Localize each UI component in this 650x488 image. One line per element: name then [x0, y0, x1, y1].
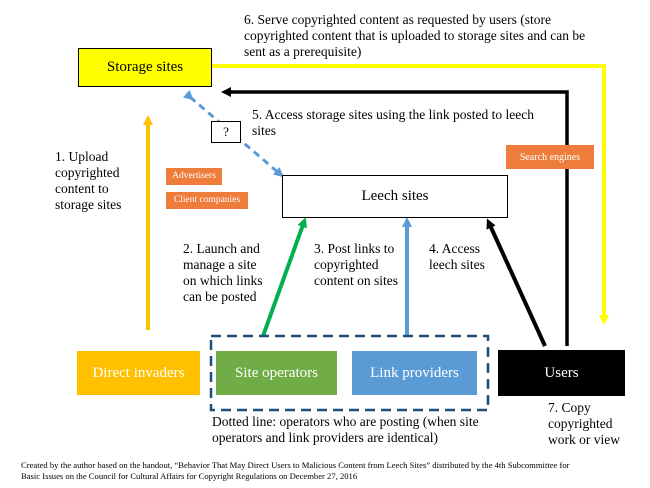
step7-text: 7. Copy copyrighted work or view: [548, 400, 620, 447]
arrow-access-storage: [221, 87, 569, 346]
step4-text: 4. Access leech sites: [429, 241, 485, 272]
direct-invaders-node: Direct invaders: [77, 351, 200, 395]
storage-sites-node: Storage sites: [78, 48, 212, 87]
footer-credit: Created by the author based on the hando…: [21, 460, 570, 481]
advertisers-label: Advertisers: [172, 171, 216, 181]
arrow-access-leech: [486, 218, 547, 347]
step6-text: 6. Serve copyrighted content as requeste…: [244, 12, 586, 59]
client-companies-label: Client companies: [173, 195, 241, 205]
step2-text: 2. Launch and manage a site on which lin…: [183, 241, 263, 304]
step5-text: 5. Access storage sites using the link p…: [252, 107, 534, 138]
step3-text: 3. Post links to copyrighted content on …: [314, 241, 398, 288]
users-node: Users: [498, 350, 625, 396]
site-operators-node: Site operators: [216, 351, 337, 395]
search-engines-box: Search engines: [506, 145, 594, 169]
users-label: Users: [544, 364, 579, 381]
arrow-launch: [261, 217, 308, 337]
question-box: ?: [211, 121, 241, 143]
site-operators-label: Site operators: [235, 364, 318, 381]
arrow-serve-content: [212, 64, 609, 325]
leech-sites-label: Leech sites: [361, 188, 429, 204]
advertisers-box: Advertisers: [166, 168, 222, 185]
dashed-group-box: [209, 334, 490, 412]
client-companies-box: Client companies: [166, 192, 248, 209]
dashed-link-storage-leech: [182, 89, 284, 178]
search-engines-label: Search engines: [519, 151, 581, 163]
leech-sites-node: Leech sites: [282, 175, 508, 218]
storage-sites-label: Storage sites: [106, 59, 184, 75]
link-providers-node: Link providers: [352, 351, 477, 395]
direct-invaders-label: Direct invaders: [92, 364, 185, 381]
question-mark: ?: [223, 124, 229, 139]
step1-text: 1. Upload copyrighted content to storage…: [55, 149, 122, 212]
link-providers-label: Link providers: [370, 364, 459, 381]
dotted-line-note: Dotted line: operators who are posting (…: [212, 414, 479, 445]
